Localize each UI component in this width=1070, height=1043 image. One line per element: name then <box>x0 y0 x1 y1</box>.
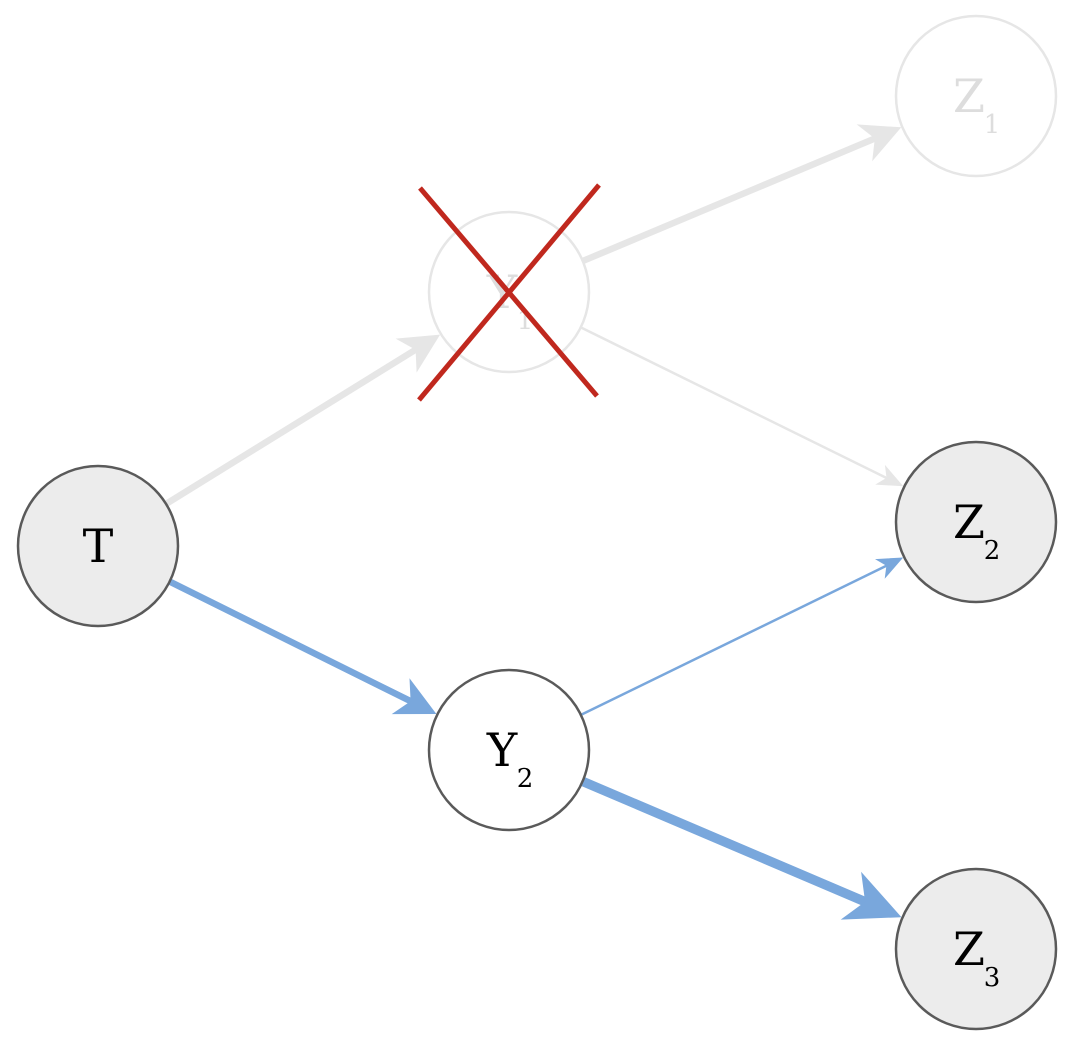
edge-line <box>580 776 869 907</box>
node-subscript: 1 <box>984 110 1001 140</box>
node-label: Z <box>953 495 985 549</box>
arrowhead <box>395 334 441 373</box>
arrowhead <box>875 557 904 579</box>
node-subscript: 3 <box>984 963 1001 993</box>
edges-layer <box>164 124 904 920</box>
node-circle <box>894 867 1058 1031</box>
node-t: T <box>16 464 180 628</box>
edge-t-y1 <box>164 334 441 507</box>
node-circle <box>427 668 591 832</box>
node-label: T <box>83 519 114 573</box>
cross-stroke-up <box>417 183 601 402</box>
arrowhead <box>840 871 902 920</box>
edge-t-y2 <box>168 578 437 715</box>
node-z1: Z1 <box>894 14 1058 178</box>
edge-line <box>168 578 414 705</box>
node-circle <box>16 464 180 628</box>
edge-line <box>580 326 889 480</box>
edge-y1-z2 <box>580 326 904 487</box>
node-z3: Z3 <box>894 867 1058 1031</box>
arrowhead <box>391 678 437 715</box>
edge-line <box>164 345 420 507</box>
removed-node-cross <box>417 183 601 402</box>
arrowhead <box>856 124 902 162</box>
edge-line <box>581 134 878 265</box>
node-circle <box>894 440 1058 604</box>
edge-line <box>580 563 889 717</box>
node-label: Z <box>953 922 985 976</box>
node-label: Z <box>953 69 985 123</box>
node-z2: Z2 <box>894 440 1058 604</box>
edge-y2-z3 <box>580 776 902 920</box>
edge-y1-z1 <box>581 124 902 265</box>
node-y2: Y2 <box>427 668 591 832</box>
arrowhead <box>875 464 904 487</box>
node-circle <box>894 14 1058 178</box>
edge-y2-z2 <box>580 557 904 717</box>
node-subscript: 2 <box>517 764 534 794</box>
node-subscript: 2 <box>984 536 1001 566</box>
node-label: Y <box>486 723 518 777</box>
